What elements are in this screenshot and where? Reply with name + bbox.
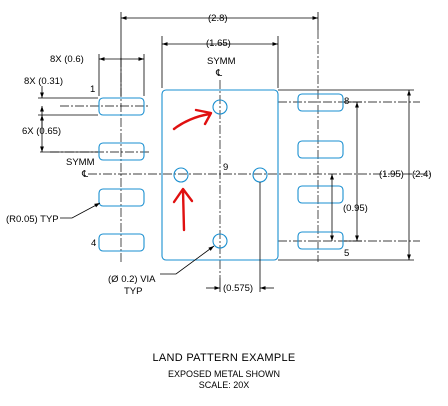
pitch-label: 6X (0.65)	[22, 126, 61, 137]
pad-3	[98, 188, 145, 207]
pin-8-label: 8	[344, 96, 349, 107]
via-right	[252, 167, 268, 183]
via-diameter-label-line2: TYP	[124, 286, 142, 297]
row-span-label: (1.95)	[379, 169, 404, 180]
caption-title: LAND PATTERN EXAMPLE	[152, 352, 296, 364]
corner-radius-leader	[60, 202, 101, 219]
symm-left-label: SYMM	[66, 157, 95, 168]
symm-top-label: SYMM	[207, 56, 236, 67]
symm-left-centerline-symbol: ℄	[81, 169, 89, 180]
via-horizontal-label: (0.575)	[223, 283, 253, 294]
corner-radius-label: (R0.05) TYP	[6, 214, 59, 225]
pad-4	[98, 233, 145, 252]
pad-1	[98, 97, 145, 116]
pin-5-label: 5	[344, 248, 349, 259]
pad-8	[297, 93, 344, 112]
overall-width-label: (2.8)	[208, 13, 228, 24]
symm-top-centerline-symbol: ℄	[215, 68, 223, 79]
pad-width-label: 8X (0.31)	[24, 76, 63, 87]
pad-6	[297, 185, 344, 204]
caption-scale: SCALE: 20X	[198, 380, 250, 390]
pin-4-label: 4	[91, 238, 96, 249]
thermal-pad	[161, 89, 279, 261]
caption-subtitle: EXPOSED METAL SHOWN	[167, 369, 281, 379]
via-vertical-label: (0.95)	[343, 203, 368, 214]
via-diameter-label-line1: (Ø 0.2) VIA	[108, 274, 156, 285]
pin-9-label: 9	[223, 162, 228, 173]
pad-2	[98, 142, 145, 161]
pad-5	[297, 231, 344, 250]
via-top	[212, 99, 228, 115]
pad-7	[297, 140, 344, 159]
overall-height-label: (2.4)	[412, 169, 432, 180]
red-annotation-arrow-left	[172, 187, 194, 232]
red-annotation-arrow-top	[172, 108, 213, 131]
pad-length-label: 8X (0.6)	[50, 54, 84, 65]
pad-span-label: (1.65)	[206, 38, 231, 49]
via-left	[173, 167, 189, 183]
pin-1-label: 1	[90, 84, 95, 95]
via-diameter-leader	[160, 245, 215, 275]
via-bottom	[212, 233, 228, 249]
